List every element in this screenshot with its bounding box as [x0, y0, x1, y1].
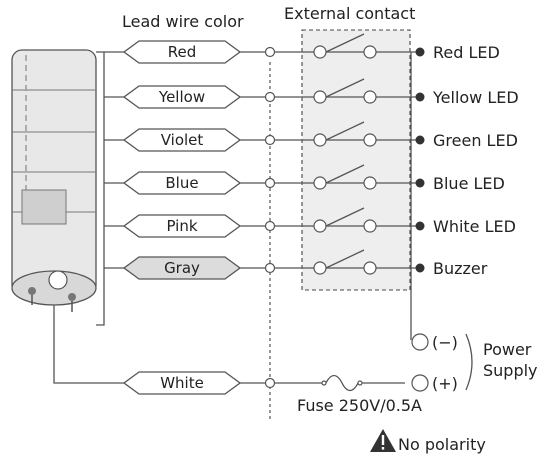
- external-contact-box: [301, 29, 411, 291]
- output-label-red-led: Red LED: [433, 43, 500, 62]
- left-bus-line: [96, 51, 105, 326]
- lead-wire-header: Lead wire color: [122, 12, 244, 31]
- wire-label-gray: Gray: [164, 259, 200, 277]
- warning-icon: [370, 429, 396, 452]
- power-bracket: [465, 333, 473, 391]
- wire-label-blue: Blue: [165, 174, 198, 192]
- output-label-buzzer: Buzzer: [433, 259, 488, 278]
- power-label-line1: Power: [483, 340, 532, 359]
- wire-row-yellow: Yellow Yellow LED: [104, 78, 519, 109]
- power-positive-label: (+): [432, 374, 458, 393]
- power-negative-label: (−): [432, 333, 458, 352]
- power-supply: (−) (+) Power Supply: [411, 333, 538, 393]
- output-label-white-led: White LED: [433, 217, 516, 236]
- power-label-line2: Supply: [483, 361, 538, 380]
- wire-row-violet: Violet Green LED: [104, 121, 518, 152]
- wire-label-yellow: Yellow: [158, 88, 205, 106]
- wire-label-violet: Violet: [161, 131, 204, 149]
- wire-row-pink: Pink White LED: [104, 207, 516, 238]
- wire-row-blue: Blue Blue LED: [104, 164, 505, 195]
- wire-label-pink: Pink: [166, 217, 197, 235]
- signal-tower-lamp: [11, 49, 97, 312]
- wire-row-red: Red Red LED: [104, 33, 500, 64]
- wire-row-gray: Gray Buzzer: [104, 249, 488, 280]
- output-label-green-led: Green LED: [433, 131, 518, 150]
- wire-row-white: White: [53, 305, 405, 395]
- output-label-blue-led: Blue LED: [433, 174, 505, 193]
- fuse-label: Fuse 250V/0.5A: [297, 396, 422, 415]
- power-negative-terminal: [411, 333, 429, 351]
- no-polarity-warning: No polarity: [370, 429, 486, 454]
- power-positive-terminal: [411, 374, 429, 392]
- external-contact-header: External contact: [284, 4, 415, 23]
- no-polarity-label: No polarity: [398, 435, 486, 454]
- output-label-yellow-led: Yellow LED: [432, 88, 519, 107]
- wire-label-red: Red: [168, 43, 197, 61]
- wire-label-white: White: [160, 374, 204, 392]
